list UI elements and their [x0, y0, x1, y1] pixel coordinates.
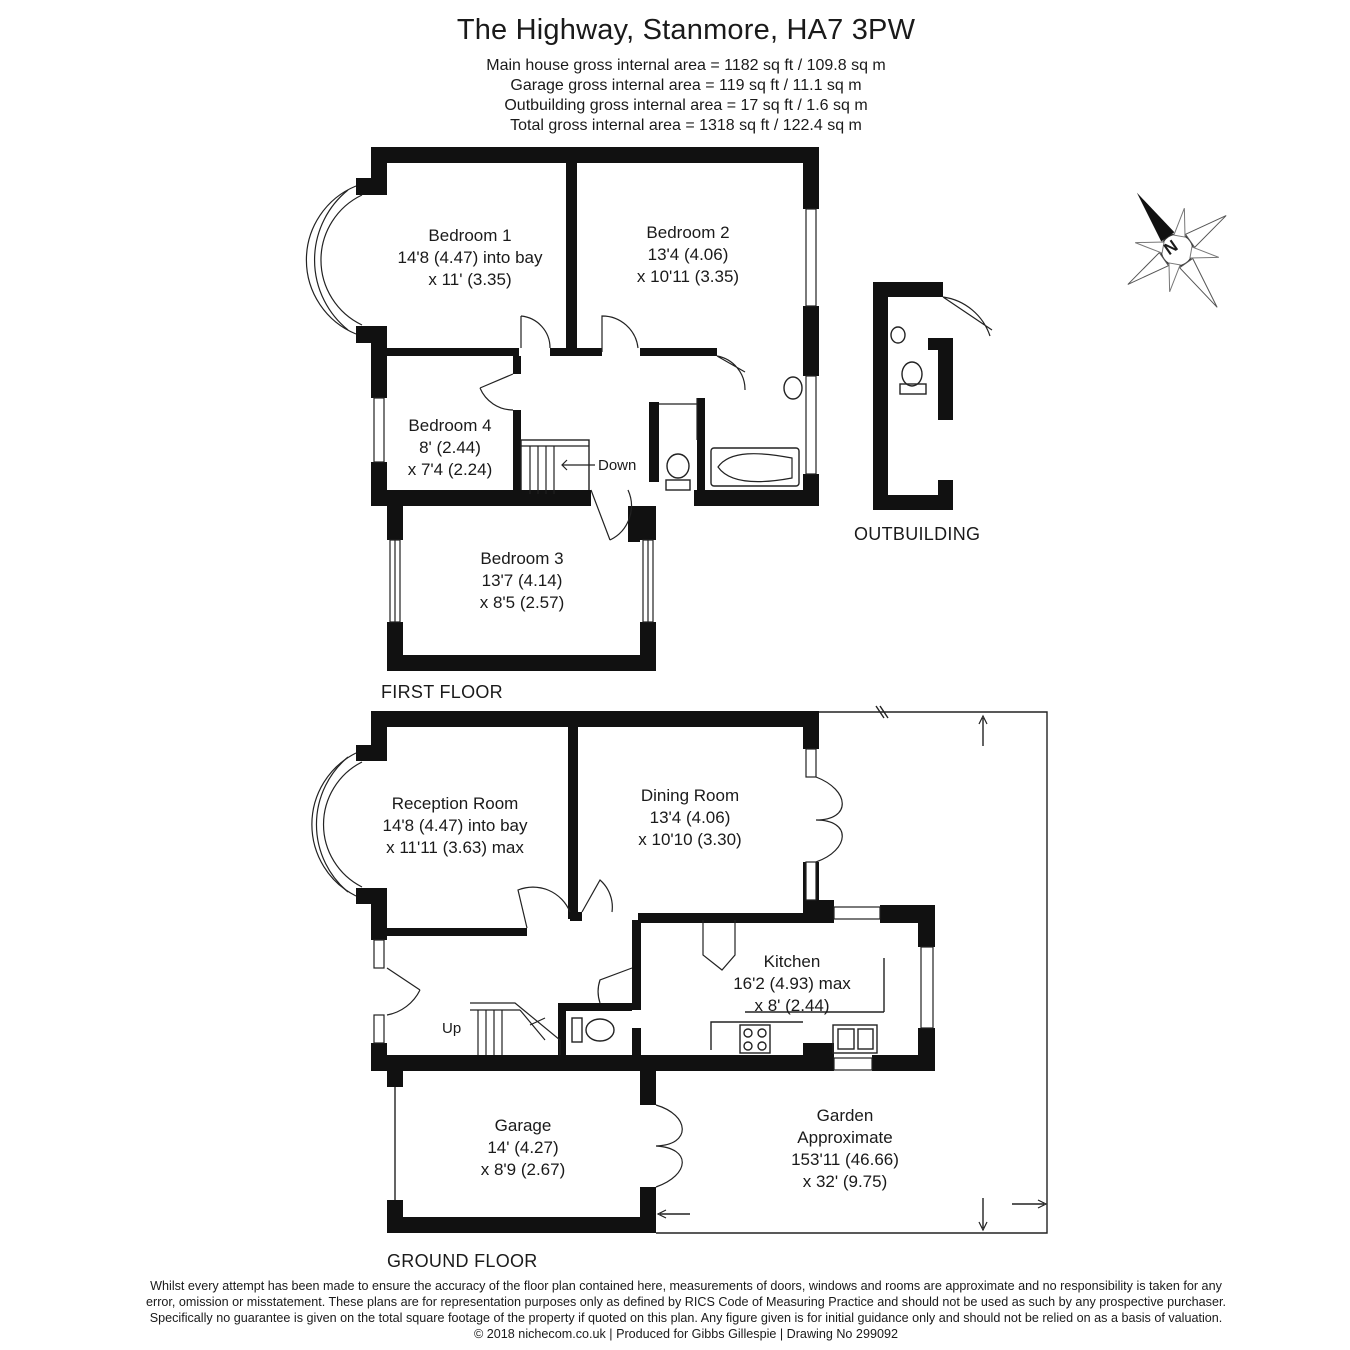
reception-bay-window [311, 752, 363, 897]
room-dimension: 8' (2.44) [419, 438, 481, 457]
room-label-reception: Reception Room 14'8 (4.47) into bay x 11… [355, 793, 555, 859]
room-label-bedroom3: Bedroom 3 13'7 (4.14) x 8'5 (2.57) [422, 548, 622, 614]
disclaimer: Whilst every attempt has been made to en… [0, 1278, 1350, 1342]
room-dimension: x 7'4 (2.24) [407, 460, 493, 479]
compass-rose [1127, 192, 1227, 308]
stairs-down-label: Down [598, 457, 637, 474]
room-name: Garage [494, 1116, 552, 1135]
disclaimer-line: Specifically no guarantee is given on th… [149, 1311, 1223, 1325]
first-floor-windows [373, 208, 817, 623]
room-label-bedroom2: Bedroom 2 13'4 (4.06) x 10'11 (3.35) [588, 222, 788, 288]
first-floor-doors [479, 315, 746, 541]
disclaimer-line: error, omission or misstatement. These p… [146, 1295, 1226, 1309]
first-floor-stairs [521, 445, 595, 494]
area-total: Total gross internal area = 1318 sq ft /… [510, 117, 862, 134]
room-dimension: x 10'11 (3.35) [636, 267, 740, 286]
room-dimension: x 11' (3.35) [428, 270, 512, 289]
room-dimension: x 8'9 (2.67) [480, 1160, 566, 1179]
ground-floor-fixtures [571, 958, 885, 1054]
room-dimension: Approximate [797, 1128, 893, 1147]
room-dimension: x 32' (9.75) [802, 1172, 888, 1191]
room-name: Reception Room [391, 794, 519, 813]
room-dimension: 153'11 (46.66) [791, 1150, 899, 1169]
first-floor-bathroom-fixtures [665, 376, 803, 491]
room-name: Garden [816, 1106, 874, 1125]
ground-floor-windows [373, 748, 934, 1071]
area-outbuilding: Outbuilding gross internal area = 17 sq … [504, 97, 868, 114]
room-label-bedroom1: Bedroom 1 14'8 (4.47) into bay x 11' (3.… [370, 225, 570, 291]
first-floor-label: FIRST FLOOR [381, 682, 503, 702]
garden-outline [656, 705, 1048, 1234]
room-dimension: 13'7 (4.14) [481, 571, 563, 590]
room-dimension: x 11'11 (3.63) max [386, 838, 524, 857]
room-dimension: x 8'5 (2.57) [479, 593, 565, 612]
disclaimer-line: Whilst every attempt has been made to en… [150, 1279, 1222, 1293]
outbuilding-walls [873, 282, 993, 510]
room-label-garage: Garage 14' (4.27) x 8'9 (2.67) [423, 1115, 623, 1181]
room-dimension: 14'8 (4.47) into bay [382, 816, 528, 835]
plan-title: The Highway, Stanmore, HA7 3PW [456, 14, 916, 46]
ground-floor-label: GROUND FLOOR [387, 1251, 538, 1271]
room-dimension: 13'4 (4.06) [649, 808, 731, 827]
room-label-dining: Dining Room 13'4 (4.06) x 10'10 (3.30) [590, 785, 790, 851]
area-garage: Garage gross internal area = 119 sq ft /… [510, 77, 862, 94]
room-dimension: 14' (4.27) [487, 1138, 559, 1157]
copyright-line: © 2018 nichecom.co.uk | Produced for Gib… [474, 1327, 898, 1341]
room-name: Kitchen [763, 952, 821, 971]
area-main-house: Main house gross internal area = 1182 sq… [486, 57, 886, 74]
bedroom1-bay-window [305, 185, 363, 335]
room-dimension: x 8' (2.44) [754, 996, 830, 1015]
room-dimension: x 10'10 (3.30) [638, 830, 742, 849]
ground-floor-walls [356, 711, 935, 1233]
room-label-garden: Garden Approximate 153'11 (46.66) x 32' … [745, 1105, 945, 1193]
first-floor-walls [356, 147, 819, 671]
room-dimension: 14'8 (4.47) into bay [397, 248, 543, 267]
outbuilding-label: OUTBUILDING [854, 524, 981, 544]
ground-floor-stairs [470, 1002, 561, 1055]
room-name: Bedroom 1 [428, 226, 512, 245]
room-label-bedroom4: Bedroom 4 8' (2.44) x 7'4 (2.24) [380, 415, 520, 481]
room-name: Bedroom 4 [408, 416, 492, 435]
room-name: Dining Room [640, 786, 740, 805]
ground-floor-doors [386, 776, 843, 1188]
room-name: Bedroom 2 [646, 223, 730, 242]
room-dimension: 13'4 (4.06) [647, 245, 729, 264]
room-label-kitchen: Kitchen 16'2 (4.93) max x 8' (2.44) [692, 951, 892, 1017]
stairs-up-label: Up [442, 1020, 462, 1037]
area-summary: Main house gross internal area = 1182 sq… [0, 56, 1350, 136]
room-name: Bedroom 3 [480, 549, 564, 568]
room-dimension: 16'2 (4.93) max [733, 974, 851, 993]
